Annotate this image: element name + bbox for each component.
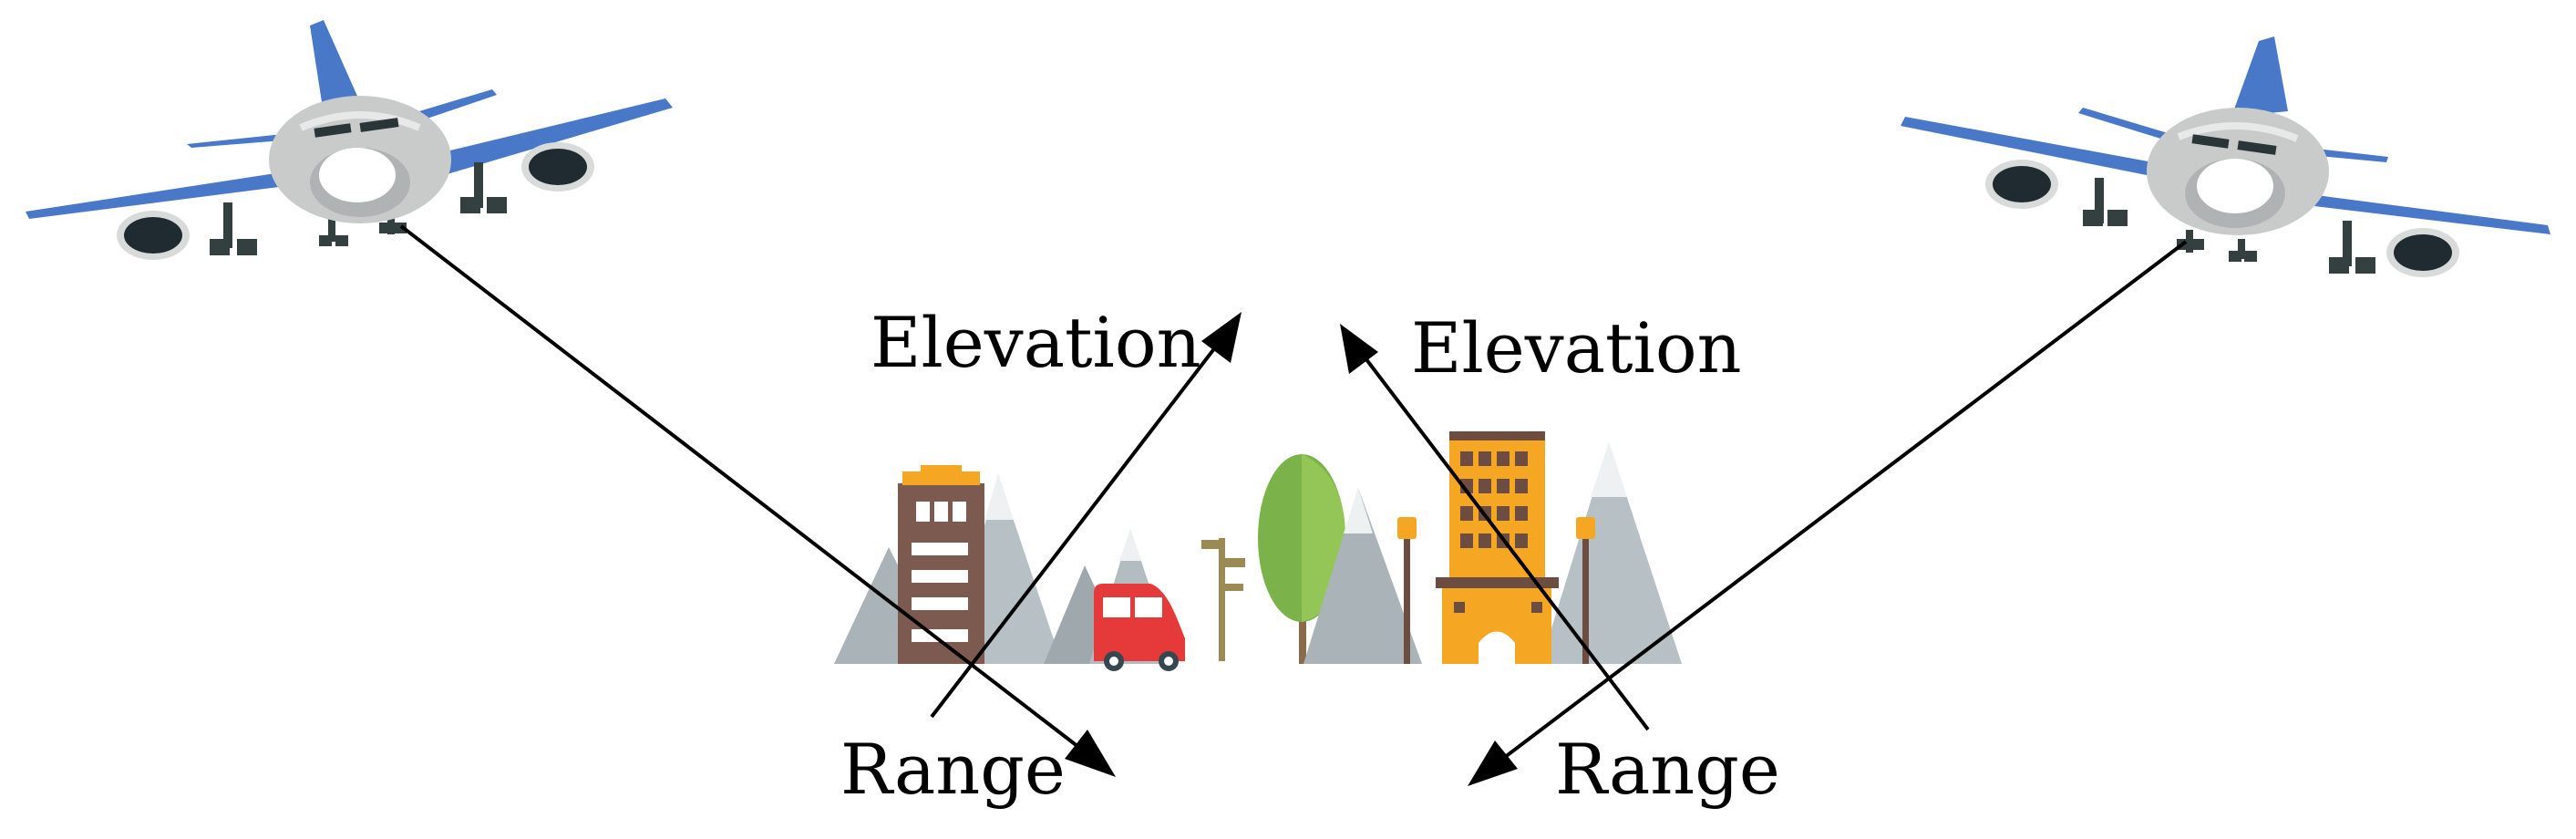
- elevation-label-right: Elevation: [1411, 307, 1742, 388]
- range-arrow-right: [1468, 240, 2188, 786]
- van-icon: [1094, 584, 1185, 671]
- range-label-left: Range: [840, 729, 1066, 810]
- tree-icon: [1258, 454, 1345, 664]
- elevation-label-left: Elevation: [871, 302, 1201, 383]
- elevation-arrow-left: [930, 312, 1242, 719]
- range-label-right: Range: [1555, 729, 1780, 810]
- signpost-icon: [1201, 538, 1245, 661]
- range-arrow-left: [399, 224, 1116, 777]
- street-lamp-icon: [1397, 517, 1595, 664]
- airplane-left-icon: [26, 20, 673, 260]
- mountain: [1540, 442, 1682, 664]
- city-skyline-icon: [834, 431, 1682, 671]
- elevation-arrow-right: [1340, 324, 1650, 731]
- building-orange: [1436, 431, 1559, 664]
- airplane-right-icon: [1901, 36, 2550, 277]
- mountain: [1303, 488, 1422, 664]
